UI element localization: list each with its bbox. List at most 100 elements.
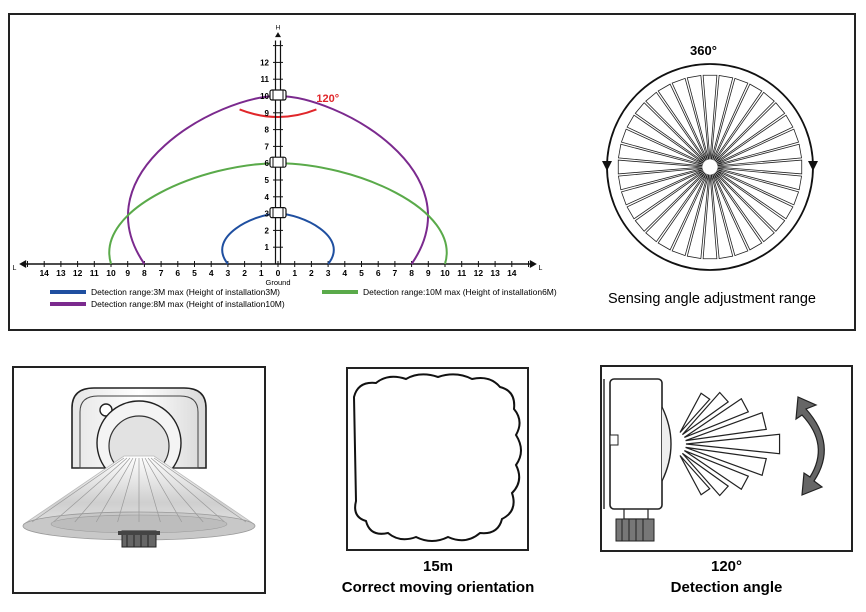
x-tick-label: 6	[175, 268, 180, 278]
cone-ray	[117, 457, 137, 523]
x-tick-label: 3	[326, 268, 331, 278]
detection-angle-panel	[600, 365, 853, 552]
legend-item-10m: Detection range:10M max (Height of insta…	[322, 287, 557, 297]
x-tick-label: 4	[342, 268, 347, 278]
sensor-lens	[661, 406, 672, 482]
wheel-ray	[716, 128, 800, 165]
y-tick-label: 3	[265, 210, 270, 219]
wheel-ray	[626, 170, 704, 220]
orientation-panel	[346, 367, 529, 551]
wheel-ray	[657, 173, 707, 251]
wheel-ray	[617, 159, 703, 175]
axis-left-label: L	[12, 265, 16, 272]
angle-ray	[684, 397, 750, 438]
x-tick-label: 12	[73, 268, 83, 278]
wheel-ray	[620, 128, 704, 165]
wheel-ray	[716, 170, 794, 220]
detection-angle-value: 120°	[710, 558, 743, 575]
x-tick-label: 4	[209, 268, 214, 278]
cone-ray	[153, 457, 247, 523]
wheel-ray	[712, 77, 749, 161]
wheel-ray	[710, 74, 734, 160]
x-tick-label: 8	[142, 268, 147, 278]
x-tick-label: 8	[409, 268, 414, 278]
wheel-ray	[620, 169, 704, 206]
x-tick-label: 10	[106, 268, 116, 278]
x-tick-label: 7	[393, 268, 398, 278]
sensor-marker	[269, 89, 287, 101]
detection-caption-text: Detection angle	[670, 579, 783, 596]
cone-ray	[74, 457, 131, 523]
legend-swatch-purple	[50, 302, 86, 306]
pole-arrow	[275, 32, 281, 38]
wheel-ray	[715, 171, 786, 232]
cone-ray	[144, 457, 183, 523]
sensing-caption: Sensing angle adjustment range	[608, 291, 816, 307]
y-tick-label: 6	[265, 159, 270, 168]
y-tick-label: 1	[265, 243, 270, 252]
wheel-ray	[657, 83, 707, 161]
wheel-ray	[634, 102, 705, 163]
wheel-ray	[617, 167, 703, 191]
x-tick-label: 2	[309, 268, 314, 278]
y-tick-label: 5	[265, 176, 270, 185]
wheel-arrow-left	[602, 161, 612, 171]
angle-ray	[681, 452, 730, 497]
x-tick-label: 9	[125, 268, 130, 278]
x-tick-label: 13	[490, 268, 500, 278]
orientation-caption: 15m Correct moving orientation	[300, 556, 576, 598]
y-tick-label: 11	[261, 75, 270, 84]
detection-area-outline	[352, 373, 522, 542]
angle-label: 120°	[316, 93, 339, 105]
wheel-ray	[686, 174, 710, 260]
x-tick-label: 5	[359, 268, 364, 278]
x-tick-label: 14	[39, 268, 49, 278]
angle-ray	[685, 446, 768, 477]
legend-swatch-green	[322, 290, 358, 294]
angle-arc	[239, 108, 317, 118]
y-tick-label: 4	[265, 193, 270, 202]
orientation-distance: 15m	[422, 558, 454, 575]
angle-ray	[685, 433, 781, 455]
x-tick-label: 2	[242, 268, 247, 278]
detection-caption: 120° Detection angle	[600, 556, 853, 598]
cone-ray	[53, 457, 128, 523]
y-tick-label: 12	[260, 58, 269, 67]
x-tick-label: 10	[440, 268, 450, 278]
x-tick-label: 12	[474, 268, 484, 278]
fixture-illustration	[22, 387, 256, 548]
ground-label: Ground	[265, 278, 290, 287]
x-tick-label: 14	[507, 268, 517, 278]
wheel-ray	[626, 114, 704, 164]
legend-label-8m: Detection range:8M max (Height of instal…	[91, 299, 285, 309]
cone-ray	[150, 457, 225, 523]
y-tick-label: 9	[265, 109, 270, 118]
y-tick-label: 8	[265, 126, 270, 135]
legend-item-3m: Detection range:3M max (Height of instal…	[50, 287, 280, 297]
rotation-arrow	[795, 396, 825, 496]
y-tick-label: 7	[265, 142, 270, 151]
wheel-ray	[645, 91, 706, 162]
cone-ray	[31, 457, 125, 523]
cone-ray	[147, 457, 204, 523]
wheel-ray	[702, 74, 718, 160]
axis-top-label: H	[276, 25, 281, 32]
fixture-illustration-panel	[12, 366, 266, 594]
wheel-ray	[717, 167, 803, 191]
x-tick-label: 5	[192, 268, 197, 278]
legend-label-10m: Detection range:10M max (Height of insta…	[363, 287, 557, 297]
x-tick-label: 7	[159, 268, 164, 278]
angle-ray	[684, 450, 750, 491]
legend-swatch-blue	[50, 290, 86, 294]
wheel-ray	[717, 143, 803, 167]
angle-ray	[679, 392, 711, 433]
angle-ray	[685, 411, 768, 442]
fixture-housing-inner	[79, 395, 199, 469]
ground-axis-arrow-right	[529, 260, 537, 268]
detection-angle-illustration	[603, 378, 825, 542]
wheel-arrow-right	[808, 161, 818, 171]
cone-ray	[141, 457, 161, 523]
wheel-ray	[716, 114, 794, 164]
